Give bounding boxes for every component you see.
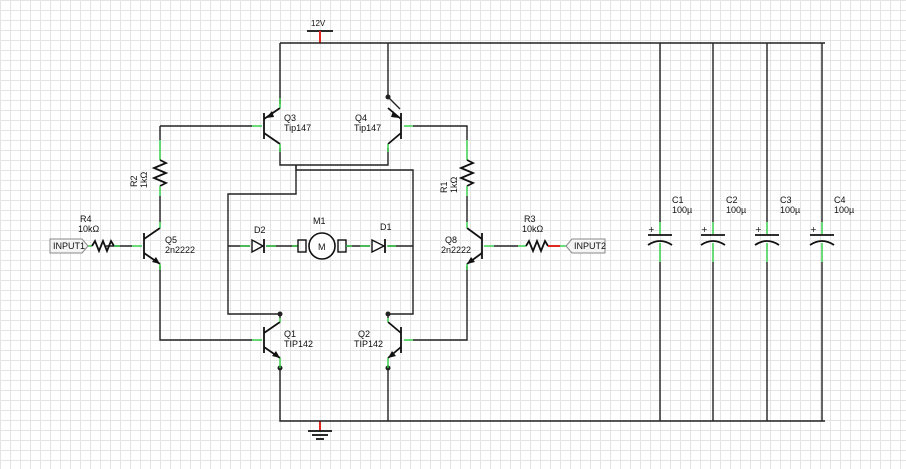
d1-name: D1 [380, 222, 392, 232]
motor-m1[interactable]: M M1 [292, 216, 352, 260]
c2-name: C2 [726, 195, 738, 205]
resistor-r3[interactable]: R3 10kΩ [518, 214, 568, 254]
resistor-r1[interactable]: R1 1kΩ [439, 140, 476, 196]
c3-value: 100µ [780, 205, 800, 215]
c2-plus: + [701, 225, 708, 234]
r3-name: R3 [524, 214, 536, 224]
q2-name: Q2 [358, 329, 370, 339]
diode-d2[interactable]: D2 [240, 225, 276, 254]
motor-symbol: M [318, 242, 326, 252]
d2-name: D2 [254, 225, 266, 235]
input2-label: INPUT2 [574, 241, 606, 251]
c4-value: 100µ [834, 205, 854, 215]
resistor-r2[interactable]: R2 1kΩ [129, 140, 169, 196]
q3-name: Q3 [284, 113, 296, 123]
c3-name: C3 [780, 195, 792, 205]
r2-value: 1kΩ [139, 171, 149, 188]
r2-name: R2 [129, 175, 139, 187]
power-supply-12v[interactable]: 12V [307, 19, 333, 43]
capacitor-c1[interactable]: + C1 100µ [647, 195, 692, 262]
input2-port[interactable]: INPUT2 [565, 238, 606, 254]
q5-name: Q5 [165, 235, 177, 245]
transistor-q1[interactable]: Q1 TIP142 [252, 318, 313, 368]
r4-value: 10kΩ [78, 224, 100, 234]
capacitor-c2[interactable]: + C2 100µ [700, 195, 746, 262]
q3-part: Tip147 [284, 123, 311, 133]
q5-part: 2n2222 [165, 245, 195, 255]
q4-part: Tip147 [354, 123, 381, 133]
ground-symbol[interactable] [308, 421, 332, 440]
c2-value: 100µ [726, 205, 746, 215]
c3-plus: + [755, 225, 762, 234]
r4-name: R4 [80, 214, 92, 224]
q2-part: TIP142 [354, 339, 383, 349]
q1-part: TIP142 [284, 339, 313, 349]
c1-name: C1 [672, 195, 684, 205]
input1-label: INPUT1 [53, 241, 85, 251]
r3-value: 10kΩ [522, 224, 544, 234]
motor-name: M1 [313, 216, 326, 226]
c1-value: 100µ [672, 205, 692, 215]
transistor-q3[interactable]: Q3 Tip147 [252, 98, 311, 152]
c4-plus: + [810, 225, 817, 234]
transistor-q8[interactable]: Q8 2n2222 [441, 222, 494, 270]
capacitor-c4[interactable]: + C4 100µ [809, 195, 854, 262]
c4-name: C4 [834, 195, 846, 205]
q1-name: Q1 [284, 329, 296, 339]
r1-value: 1kΩ [449, 176, 459, 193]
transistor-q2[interactable]: Q2 TIP142 [354, 318, 413, 368]
capacitor-c3[interactable]: + C3 100µ [754, 195, 800, 262]
q8-name: Q8 [445, 235, 457, 245]
q4-name: Q4 [355, 113, 367, 123]
input1-port[interactable]: INPUT1 [49, 238, 89, 254]
q8-part: 2n2222 [441, 245, 471, 255]
junction-dots [277, 94, 391, 371]
diode-d1[interactable]: D1 [360, 222, 396, 254]
c1-plus: + [648, 225, 655, 234]
supply-label: 12V [311, 19, 326, 28]
transistor-q4[interactable]: Q4 Tip147 [354, 107, 413, 152]
r1-name: R1 [439, 181, 449, 193]
transistor-q5[interactable]: Q5 2n2222 [132, 222, 195, 270]
wires [106, 42, 825, 422]
